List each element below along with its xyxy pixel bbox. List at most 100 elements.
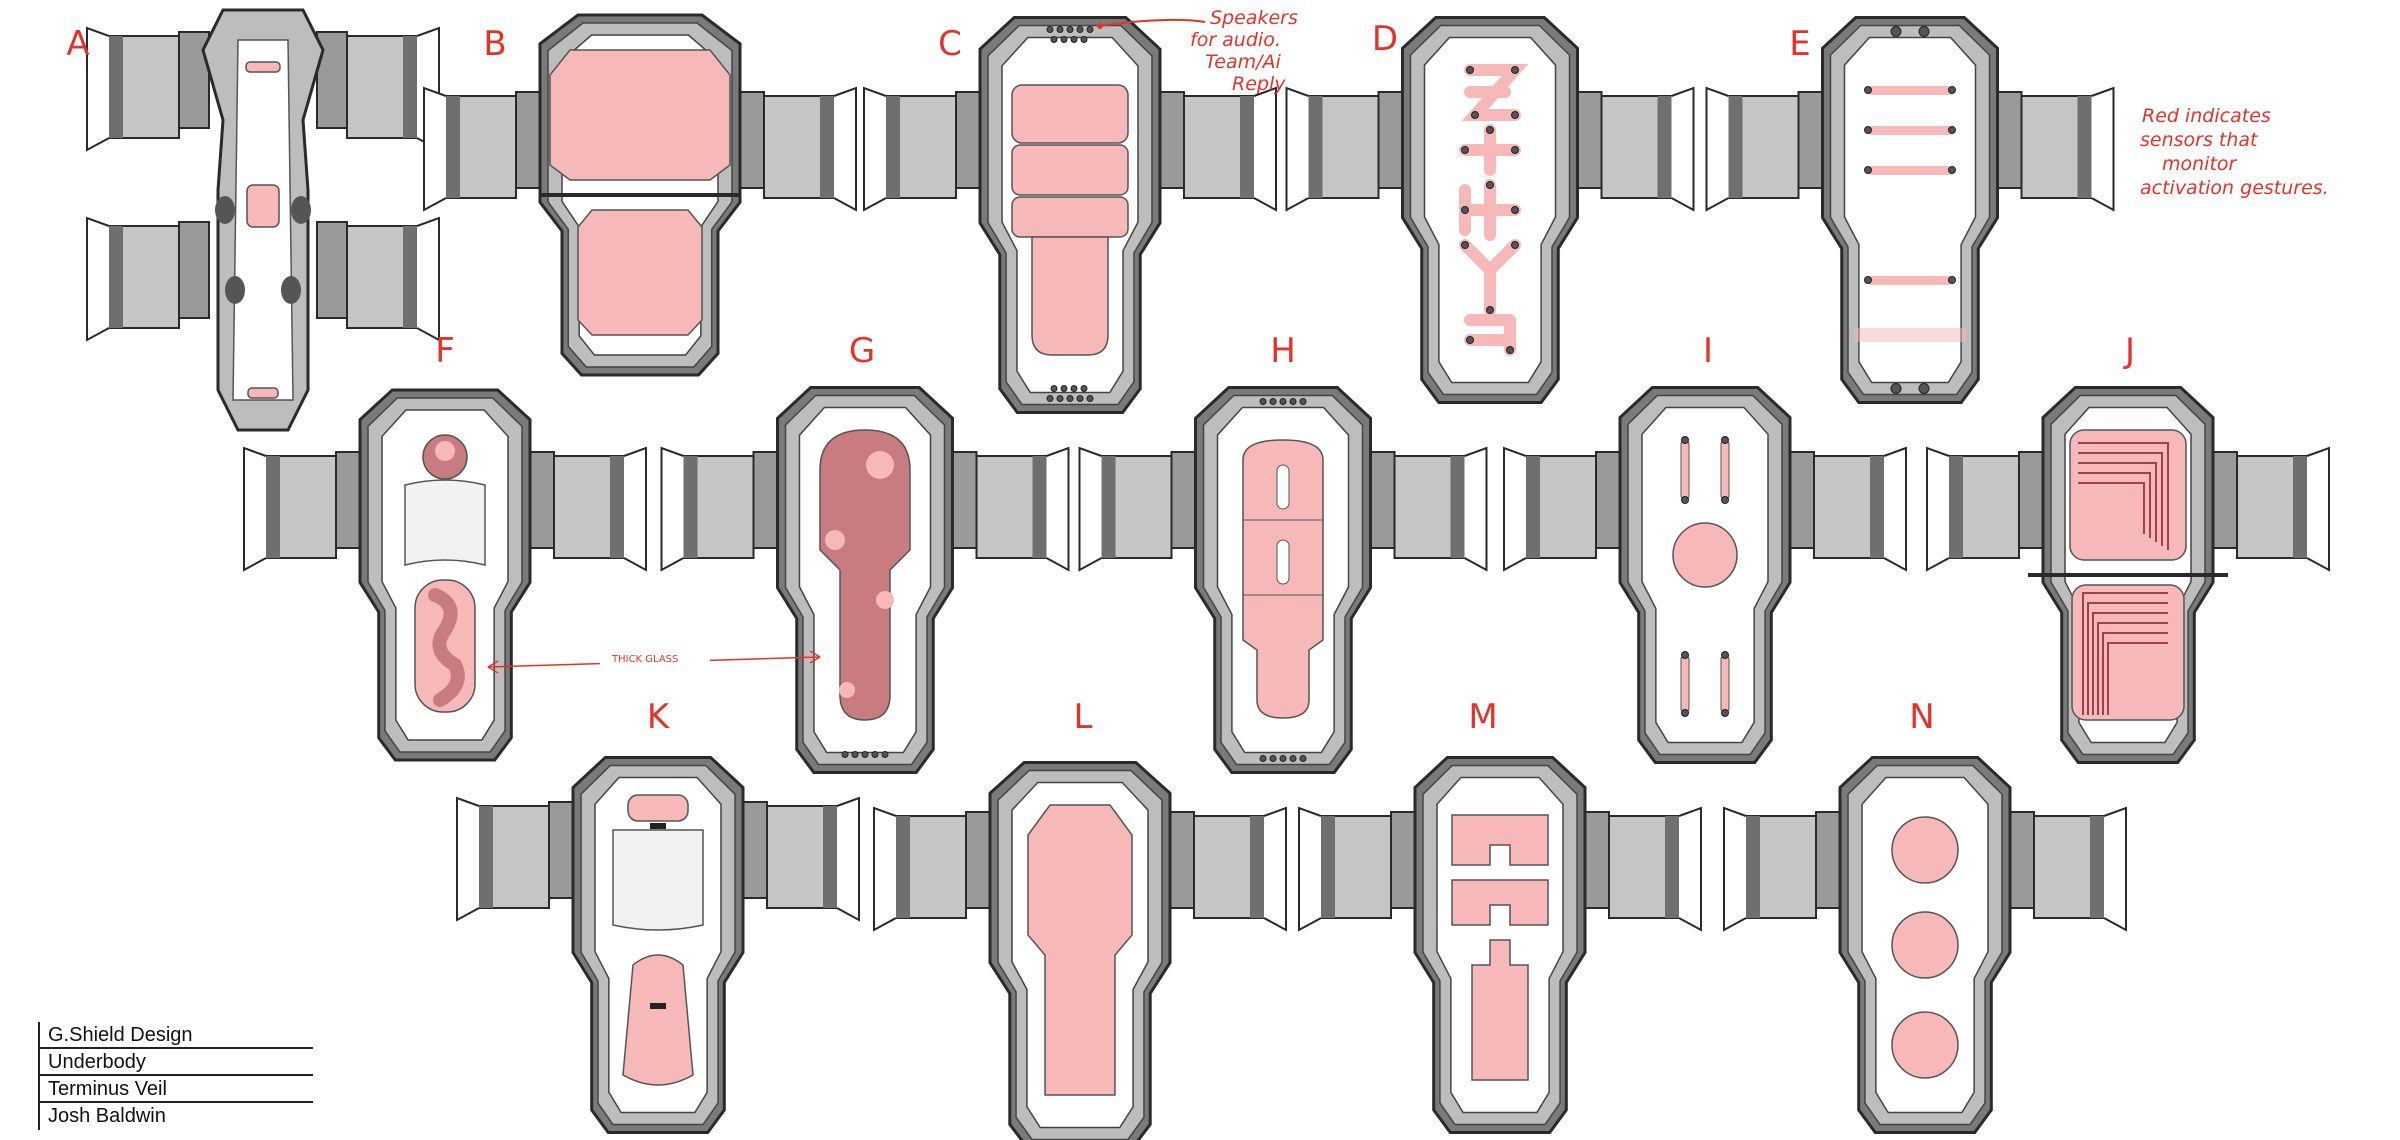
sensor-bar	[1868, 86, 1952, 95]
clip-pair	[86, 216, 440, 342]
title-author: Josh Baldwin	[38, 1103, 313, 1130]
sensor-top	[627, 794, 689, 822]
sensor-lower	[1471, 939, 1529, 1081]
sensor-disc	[1891, 1011, 1959, 1079]
screw	[1076, 26, 1084, 33]
screw	[1046, 395, 1054, 402]
sensor-foot	[1854, 328, 1966, 342]
sensor-trace	[2078, 452, 2163, 546]
screw	[1486, 181, 1494, 189]
screw	[1890, 383, 1902, 394]
glass-window	[404, 479, 486, 566]
screw	[1289, 398, 1297, 405]
sensor-slot	[1276, 464, 1290, 510]
screw	[851, 751, 859, 758]
sensor-maze-lower	[2071, 584, 2185, 721]
sensor-mid	[1011, 144, 1129, 196]
speakers-line-1: Speakers	[1210, 7, 1298, 29]
screw	[1080, 36, 1088, 43]
underbody	[1401, 16, 1579, 404]
side-clips	[1723, 806, 2127, 932]
clip-pair	[1705, 86, 2115, 212]
left-clip	[873, 806, 997, 932]
screw	[1046, 26, 1054, 33]
variant-label: I	[1703, 331, 1713, 371]
screw	[1076, 395, 1084, 402]
screw	[1511, 206, 1519, 214]
screw	[871, 751, 879, 758]
sensor-highlight	[839, 682, 855, 698]
sensor-bar	[1680, 439, 1690, 501]
right-clip	[1163, 806, 1287, 932]
sensor-bar	[1868, 276, 1952, 285]
screw	[1086, 395, 1094, 402]
left-clip	[1723, 806, 1847, 932]
sensor-trace	[1464, 314, 1516, 356]
variant-label: A	[66, 24, 89, 64]
left-clip	[863, 86, 987, 212]
left-clip	[1926, 446, 2050, 572]
sensors-line-2: sensors that	[2140, 129, 2259, 151]
screw	[1890, 26, 1902, 37]
left-clip	[423, 86, 547, 212]
right-clip	[316, 216, 440, 342]
variant-label: F	[435, 331, 455, 371]
thick-glass-note: THICK GLASS	[487, 650, 821, 674]
speakers-note: Speakers for audio. Team/Ai Reply	[1097, 7, 1298, 95]
screw	[1681, 496, 1689, 504]
left-clip	[456, 796, 580, 922]
sensor-top	[1451, 814, 1549, 866]
screw	[1080, 385, 1088, 392]
right-clip	[2003, 806, 2127, 932]
grip-pad	[281, 276, 301, 304]
grip-pad	[215, 196, 235, 224]
variant-label: J	[2123, 331, 2135, 371]
right-clip	[733, 86, 857, 212]
annotations-layer: Speakers for audio. Team/Ai Reply Red in…	[487, 7, 2329, 674]
sensor-highlight	[876, 591, 894, 609]
screw	[1461, 241, 1469, 249]
screw	[1864, 166, 1872, 174]
sensor-bottom	[247, 387, 279, 399]
sensor-bar	[1868, 166, 1952, 175]
underbody	[1194, 386, 1372, 774]
sensor-trace	[2102, 632, 2168, 715]
screw	[1066, 395, 1074, 402]
speakers-line-2: for audio.	[1190, 29, 1281, 51]
side-clips	[86, 26, 440, 342]
sensor-maze-bg	[2071, 584, 2185, 721]
title-design: G.Shield Design	[38, 1022, 313, 1049]
screw	[1086, 26, 1094, 33]
variant-c: C	[863, 16, 1277, 414]
sensor-bar	[1868, 126, 1952, 135]
sensor-center	[246, 184, 280, 228]
sensor-bar	[1680, 654, 1690, 714]
screw	[1050, 36, 1058, 43]
right-clip	[1570, 86, 1695, 212]
underbody	[1618, 386, 1792, 764]
underbody	[2028, 386, 2228, 764]
sensor-highlight	[866, 451, 894, 479]
clip-pair	[873, 806, 1287, 932]
sensors-line-1: Red indicates	[2142, 105, 2271, 127]
variant-label: G	[849, 331, 875, 371]
screw	[1471, 111, 1479, 119]
sensor-trace	[2078, 472, 2151, 538]
variant-k: K	[456, 697, 860, 1134]
clip-pair	[1078, 446, 1488, 572]
left-clip	[1078, 446, 1203, 572]
right-clip	[1153, 86, 1277, 212]
screw	[1279, 755, 1287, 762]
screw	[1269, 755, 1277, 762]
screw	[1511, 111, 1519, 119]
left-clip	[1285, 86, 1410, 212]
screw	[1070, 385, 1078, 392]
underbody	[571, 756, 745, 1134]
sensor-orb-highlight	[435, 441, 455, 461]
screw	[1066, 26, 1074, 33]
grip-pad	[291, 196, 311, 224]
left-clip	[1503, 446, 1627, 572]
screw	[1299, 755, 1307, 762]
clip-latch	[650, 1003, 666, 1009]
